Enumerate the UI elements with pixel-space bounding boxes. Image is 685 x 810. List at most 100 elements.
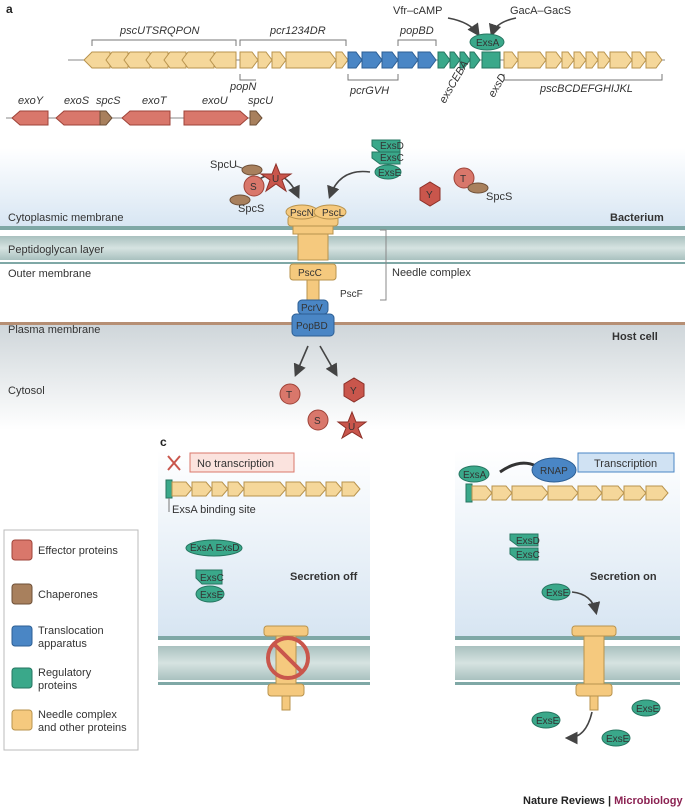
- label-exsd-b: ExsD: [380, 141, 404, 152]
- bracket-psc: [91, 39, 237, 46]
- label-pscl: PscL: [322, 208, 345, 219]
- prohibited-icon: [266, 636, 310, 680]
- effector-t: [453, 167, 475, 189]
- label-secretion-on: Secretion on: [590, 571, 657, 583]
- label-t: T: [460, 174, 466, 185]
- label-peptidoglycan: Peptidoglycan layer: [8, 244, 104, 256]
- exsd-on: [509, 533, 539, 547]
- exsa-on: [458, 465, 490, 483]
- host-effector-u: [336, 410, 368, 440]
- arrow-inject-left: [293, 345, 309, 377]
- label-s: S: [250, 182, 257, 193]
- label-outer-membrane: Outer membrane: [8, 268, 91, 280]
- host-label-s: S: [314, 416, 321, 427]
- label-y: Y: [426, 190, 433, 201]
- exsd-exsc-complex: [371, 139, 402, 180]
- bracket-popbd: [397, 39, 437, 46]
- cytoplasmic-membrane: [0, 226, 685, 230]
- peptidoglycan-band: [0, 236, 685, 260]
- gene-exoy: exoY: [18, 95, 44, 107]
- footer-section: Microbiology: [614, 795, 683, 807]
- gene-exot: exoT: [142, 95, 168, 107]
- effector-y-hex: [419, 181, 441, 207]
- label-popbd: PopBD: [296, 321, 328, 332]
- legend-swatch-needle: [11, 709, 33, 731]
- host-label-y: Y: [350, 386, 357, 397]
- label-cytosol: Cytosol: [8, 385, 45, 397]
- gene-label-exsd: exsD: [486, 72, 509, 100]
- gene-spcs: spcS: [96, 95, 121, 107]
- label-cytoplasmic-membrane: Cytoplasmic membrane: [8, 212, 124, 224]
- label-exse-sec-3: ExsE: [606, 734, 630, 745]
- exse-secreted-2: [631, 699, 661, 717]
- exsc-on: [509, 547, 539, 561]
- label-no-transcription: No transcription: [197, 458, 274, 470]
- needle-complex: [285, 204, 347, 337]
- label-exsc-off: ExsC: [200, 573, 224, 584]
- label-rnap: RNAP: [540, 466, 568, 477]
- outer-membrane: [0, 262, 685, 264]
- panel-c-on-bg: [455, 450, 680, 636]
- chaperone-spcs: [229, 194, 251, 206]
- signal-gac: GacA–GacS: [510, 5, 571, 17]
- host-label-t: T: [286, 390, 292, 401]
- gene-label-pcrgvh: pcrGVH: [349, 85, 389, 97]
- gene-arrows-pcrGVH: [347, 51, 399, 69]
- label-exse-b: ExsE: [378, 168, 402, 179]
- operon-on: [465, 483, 669, 503]
- effector-u-star: [259, 162, 293, 193]
- host-label-u: U: [348, 422, 355, 433]
- legend-swatch-regulatory: [11, 667, 33, 689]
- bracket-pcr: [239, 39, 347, 46]
- panel-a-label: a: [6, 2, 13, 16]
- footer-sep: |: [605, 795, 614, 807]
- label-pscc: PscC: [298, 268, 322, 279]
- label-exse-sec-2: ExsE: [636, 704, 660, 715]
- exsa-exsd-complex: [185, 539, 243, 557]
- legend-swatch-translocation: [11, 625, 33, 647]
- bracket-pcrgvh: [347, 74, 399, 81]
- label-exsa-on: ExsA: [463, 470, 487, 481]
- panel-c-label: c: [160, 435, 167, 449]
- host-effector-y: [343, 377, 365, 403]
- label-transcription: Transcription: [594, 458, 657, 470]
- panel-a: a: [6, 2, 665, 126]
- no-transcription-box: [189, 452, 295, 473]
- plasma-membrane: [0, 322, 685, 325]
- label-plasma-membrane: Plasma membrane: [8, 324, 100, 336]
- chaperone-spcs-right: [467, 182, 489, 194]
- gene-arrows-popBD: [397, 51, 437, 69]
- arrow-exse-in: [327, 170, 371, 200]
- footer: Nature Reviews | Microbiology: [523, 795, 683, 807]
- legend-swatch-effector: [11, 539, 33, 561]
- exsa-label: ExsA: [476, 38, 500, 49]
- bracket-pscb: [503, 74, 663, 81]
- arrow-inject-right: [319, 345, 338, 377]
- label-spcs-right: SpcS: [486, 191, 512, 203]
- gene-label-pscbcdef: pscBCDEFGHIJKL: [539, 83, 633, 95]
- exsa-oval: [469, 33, 505, 51]
- mrna-strand: [499, 461, 537, 474]
- host-effector-s: [307, 409, 329, 431]
- gene-exou: exoU: [202, 95, 228, 107]
- gene-arrows-psc-operon: [83, 51, 237, 69]
- needle-bracket: [380, 229, 387, 301]
- x-mark-icon: [167, 455, 181, 471]
- label-needle-complex-1: Needle complex: [392, 267, 471, 279]
- transcription-box: [577, 452, 675, 473]
- exse-on-top: [541, 583, 571, 601]
- label-exsa-exsd: ExsA ExsD: [190, 543, 239, 554]
- exsc-off: [195, 569, 223, 585]
- panel-b: b Cytoplasmic membrane Peptidoglycan lay…: [0, 139, 685, 440]
- needle-on: [571, 625, 617, 711]
- effector-gene-arrows: [11, 110, 263, 126]
- label-exsc-on: ExsC: [516, 550, 540, 561]
- needle-off: [263, 625, 309, 711]
- gene-label-popn: popN: [229, 81, 256, 93]
- label-pscn: PscN: [290, 208, 314, 219]
- host-cytosol: [0, 325, 685, 430]
- footer-journal: Nature Reviews: [523, 795, 605, 807]
